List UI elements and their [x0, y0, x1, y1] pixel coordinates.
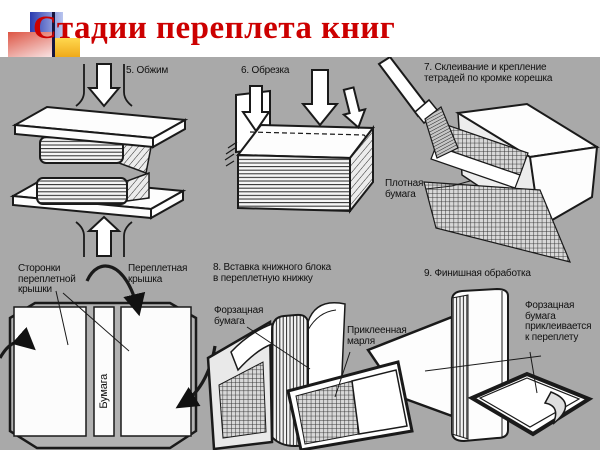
- finish-diagram: [366, 287, 594, 443]
- insert-left-flap-gauze: [218, 361, 267, 439]
- insert-stage-label: 8. Вставка книжного блока в переплетную …: [213, 262, 332, 284]
- finish-spine-strip: [451, 294, 469, 440]
- cover-arrow-left: [0, 327, 36, 359]
- glue-paper-strip: [430, 145, 521, 189]
- insert-gauze-pointer: [334, 351, 351, 398]
- trim-stage-label: 6. Обрезка: [241, 65, 290, 76]
- cover-sides-label: Сторонки переплетной крышки: [18, 263, 76, 295]
- endpaper-glued-label: Форзацная бумага приклеивается к перепле…: [525, 300, 592, 343]
- cover-arrow-top: [85, 264, 146, 317]
- insert-left-endpaper: [230, 322, 273, 372]
- finish-long-pointer: [424, 355, 542, 372]
- glue-diagram: [377, 55, 600, 263]
- decor-red-square: [8, 32, 52, 57]
- title-band: Стадии переплета книг: [0, 0, 600, 57]
- endpaper-label: Форзацная бумага: [214, 305, 264, 327]
- cover-left-board: [13, 306, 87, 437]
- dense-paper-label: Плотная бумага: [385, 178, 424, 200]
- press-lower-stack-side: [126, 171, 150, 202]
- decor-yellow-square: [54, 38, 80, 57]
- press-diagram: [9, 63, 189, 257]
- glued-gauze-label: Приклеенная марля: [347, 325, 407, 347]
- press-up-arrow: [86, 215, 122, 257]
- finish-page-curl: [543, 391, 567, 425]
- cover-spine-strip: [93, 306, 115, 437]
- binding-cover-label: Переплетная крышка: [128, 263, 188, 285]
- cover-label-pointer-1: [55, 290, 69, 346]
- trim-shavings: [224, 141, 238, 167]
- trim-book-front: [237, 153, 351, 213]
- insert-endpaper-pointer: [246, 326, 311, 370]
- finish-endpaper-sheet: [478, 377, 581, 428]
- glue-gauze-lower: [423, 181, 572, 263]
- spine-paper-label: Бумага: [97, 373, 110, 409]
- trim-right-arrow: [341, 86, 367, 130]
- trim-blade-arrow: [241, 85, 271, 133]
- glue-stage-label: 7. Склеивание и крепление тетрадей по кр…: [424, 62, 553, 84]
- glue-paper-pointer: [425, 180, 471, 190]
- trim-book-side: [349, 125, 374, 214]
- insert-cover-panel: [351, 369, 408, 435]
- trim-diagram: [224, 69, 375, 214]
- cover-right-board: [120, 306, 192, 437]
- press-top-plate: [11, 105, 189, 149]
- insert-diagram: [206, 302, 414, 450]
- page-title: Стадии переплета книг: [33, 10, 396, 46]
- press-down-arrow: [86, 63, 122, 108]
- decor-vertical-line: [52, 12, 55, 57]
- finish-stage-label: 9. Финишная обработка: [424, 268, 531, 279]
- glue-brush-bristles: [424, 106, 459, 159]
- press-lower-stack: [36, 177, 128, 205]
- trim-center-arrow: [300, 69, 340, 127]
- cover-diagram: [0, 264, 217, 450]
- cover-label-pointer-2: [62, 292, 130, 352]
- press-stage-label: 5. Обжим: [126, 65, 169, 76]
- finish-label-pointer: [529, 351, 538, 394]
